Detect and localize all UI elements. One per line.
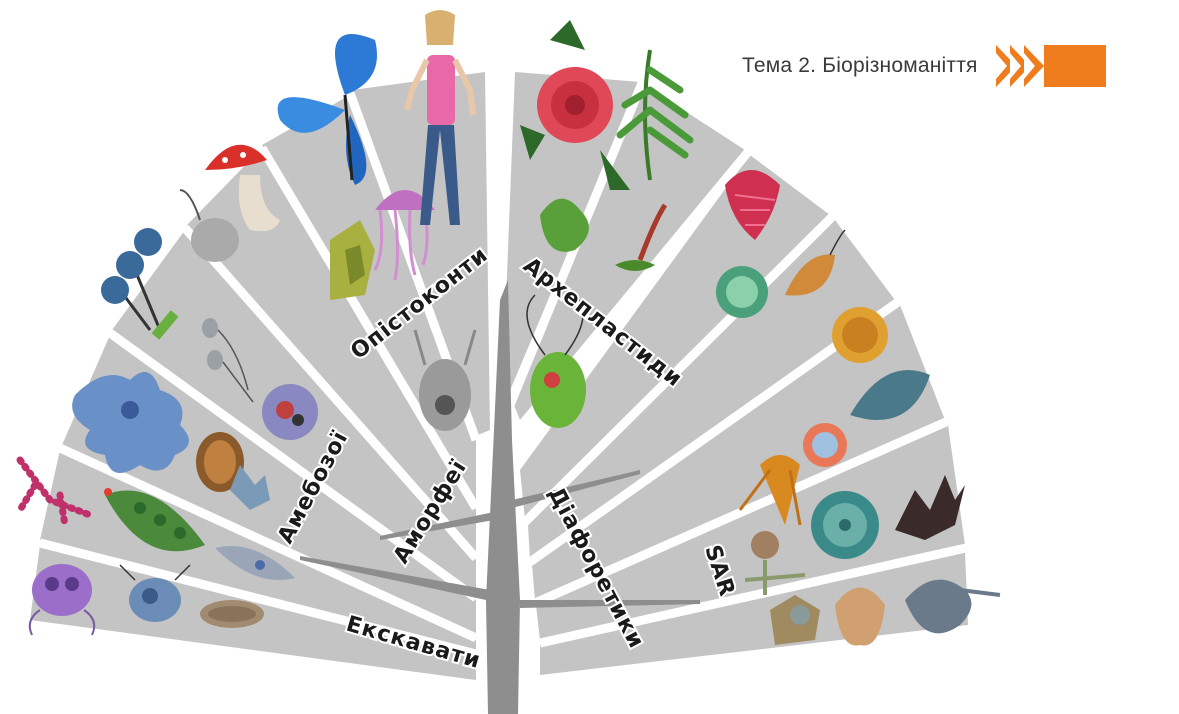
chlamydomonas-icon — [526, 294, 586, 428]
diatom-icon — [811, 491, 879, 559]
chevron-arrows-icon — [995, 45, 1106, 87]
fern-icon — [616, 49, 694, 181]
human-icon — [404, 10, 476, 225]
choanoflagellate-icon — [413, 329, 477, 431]
red-alga-icon — [725, 170, 780, 240]
foraminifera-icon — [738, 455, 802, 526]
fruiting-body-icon — [101, 228, 179, 340]
shelled-amoeba-icon — [196, 432, 244, 492]
butterfly-icon — [277, 34, 377, 185]
branch-opisthokonts-low — [187, 150, 476, 555]
jellyfish-icon — [373, 190, 435, 281]
amoeba-icon — [72, 372, 189, 473]
desmid-icon — [716, 266, 768, 318]
radiolarian-icon — [835, 579, 1001, 646]
branch-sar-4 — [540, 552, 968, 675]
paramecium-icon — [850, 370, 930, 420]
heliozoan-icon — [744, 531, 806, 595]
oomycete-icon — [770, 595, 820, 645]
right-branches — [506, 72, 968, 675]
hornwort-icon — [615, 203, 668, 271]
left-branches — [30, 72, 490, 680]
trypanosoma-icon — [215, 546, 295, 580]
topic-header: Тема 2. Біорізноманіття — [742, 44, 1106, 88]
branch-diaphoretickes — [520, 155, 830, 520]
euglena-icon — [104, 488, 205, 552]
topic-title: Тема 2. Біорізноманіття — [742, 54, 978, 77]
coccolith-icon — [832, 307, 888, 363]
moss-icon — [540, 198, 589, 252]
branch-archaeplastida-mid — [512, 85, 745, 420]
brown-alga-icon — [895, 475, 965, 540]
branch-sar-2 — [532, 305, 945, 600]
sperm-cells-icon — [202, 318, 254, 403]
rose-icon — [520, 20, 630, 190]
giardia-icon — [28, 564, 96, 636]
organisms — [16, 10, 1001, 646]
slime-mold-icon — [16, 456, 94, 529]
diplomonad-icon — [200, 600, 264, 628]
dinoflagellate-icon — [785, 229, 846, 296]
mushroom-icon — [205, 144, 280, 232]
amoeba-pseudopod-icon — [230, 465, 270, 510]
sponge-icon — [330, 220, 375, 300]
ciliate-icon — [803, 423, 847, 467]
branch-sar-3 — [536, 425, 965, 640]
chytrid-icon — [179, 189, 239, 262]
trichomonas-icon — [119, 564, 191, 622]
blood-cell-icon — [262, 384, 318, 440]
trunk — [300, 280, 700, 714]
